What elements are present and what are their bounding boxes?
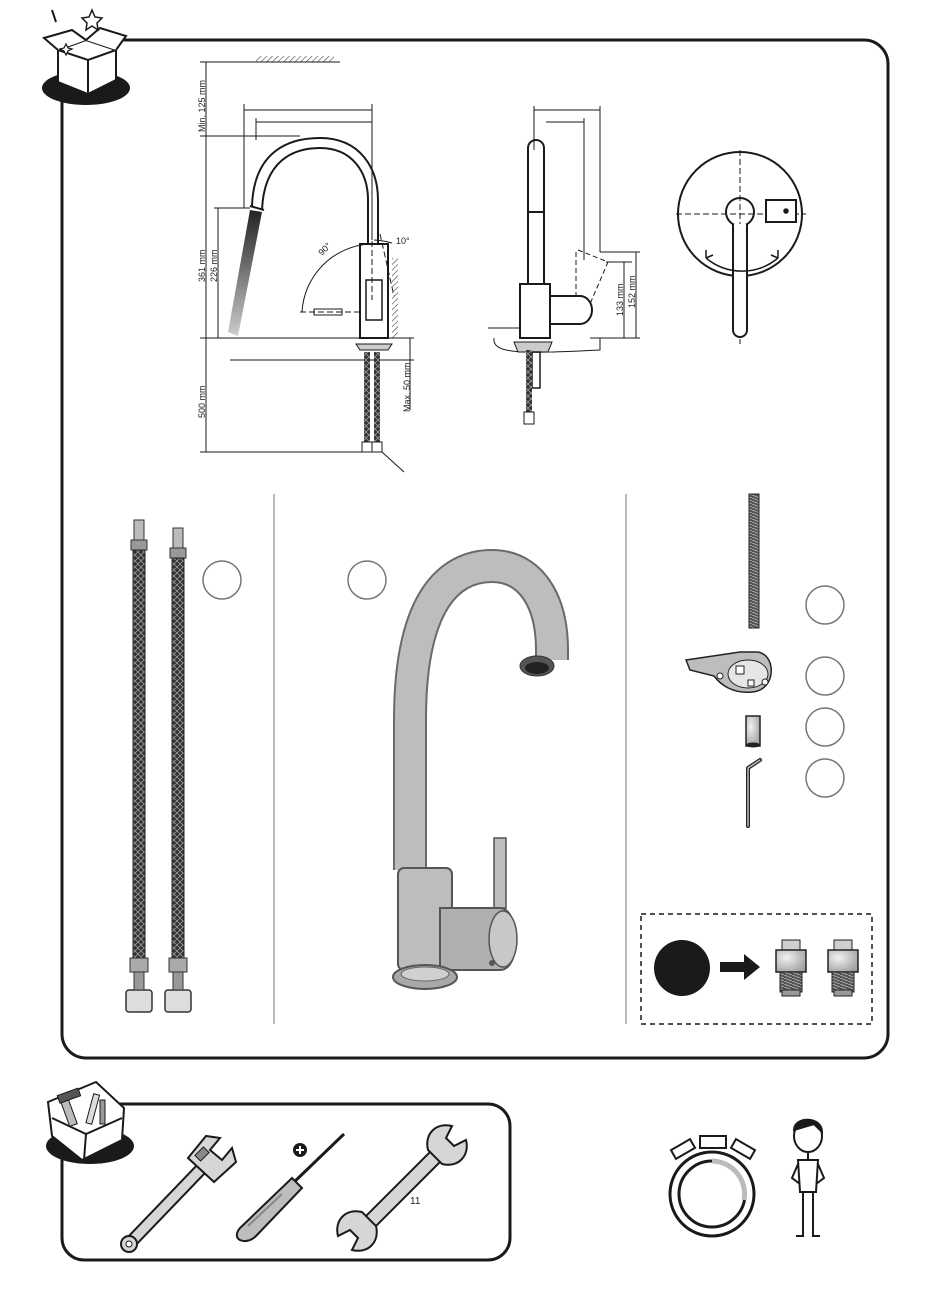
- part-adapter-2: [828, 940, 858, 996]
- part-flexible-hoses: [126, 520, 191, 1012]
- front-elevation-drawing: [200, 56, 414, 472]
- part-fixing-bracket: [686, 652, 771, 692]
- phillips-screwdriver-icon: [237, 1134, 344, 1241]
- part-faucet: [393, 566, 554, 989]
- arrow-right-icon: [720, 954, 760, 980]
- top-view-drawing: [676, 150, 806, 344]
- dim-lever-height-b: 152 mm: [627, 275, 637, 308]
- stopwatch-icon: [670, 1136, 755, 1236]
- toolbox-icon: [46, 1082, 134, 1164]
- part-quantity-circle-rod: [806, 586, 844, 624]
- part-threaded-rod: [749, 494, 759, 628]
- dim-total-height: 361 mm: [197, 249, 207, 282]
- part-adapter-1: [776, 940, 806, 996]
- dim-min-clearance: Min. 125 mm: [197, 80, 207, 132]
- dim-deck-thickness: Max. 50 mm: [402, 362, 412, 412]
- adjustable-wrench-icon: [121, 1136, 236, 1252]
- not-included-dot: [654, 940, 710, 996]
- part-quantity-circle-hoses: [203, 561, 241, 599]
- side-elevation-drawing: [488, 106, 640, 424]
- part-hex-nut: [746, 716, 760, 748]
- open-end-spanner-icon: [337, 1125, 467, 1251]
- part-hex-key: [748, 760, 760, 826]
- spanner-size-label: 11: [410, 1196, 421, 1207]
- part-quantity-circle-bracket: [806, 657, 844, 695]
- one-person-icon: [792, 1120, 824, 1236]
- part-quantity-circle-faucet: [348, 561, 386, 599]
- part-quantity-circle-hex-key: [806, 759, 844, 797]
- dim-lever-height-a: 133 mm: [615, 283, 625, 316]
- angle-rotation-label: 90°: [316, 240, 333, 257]
- part-quantity-circle-nut: [806, 708, 844, 746]
- angle-tilt-label: 10°: [396, 236, 410, 246]
- dim-hose-length: 500 mm: [197, 385, 207, 418]
- dim-spout-height: 226 mm: [209, 249, 219, 282]
- package-contents-icon: [42, 10, 130, 105]
